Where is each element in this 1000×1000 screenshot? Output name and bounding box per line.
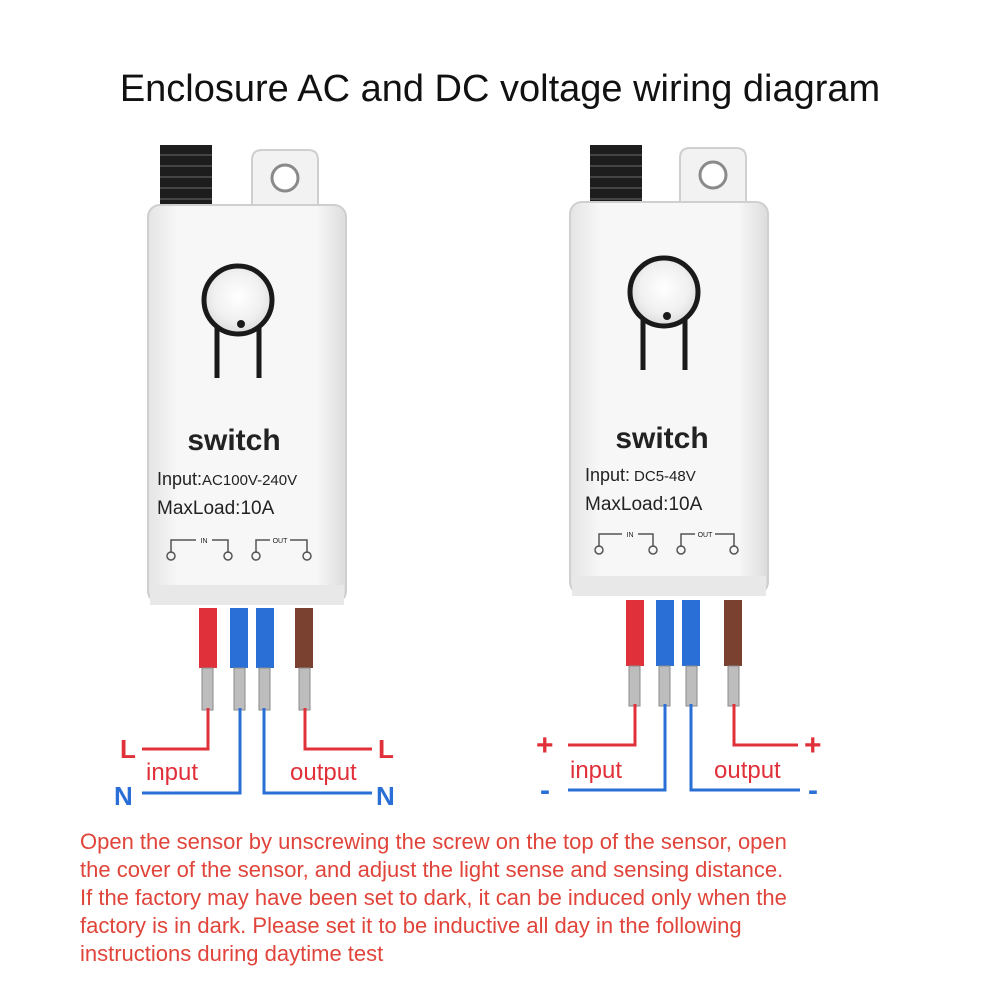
ac-input-value: AC100V-240V	[202, 472, 297, 489]
dc-output-caption: output	[714, 757, 781, 784]
dc-left-top-symbol: +	[536, 729, 554, 762]
ac-terminal-symbol	[166, 539, 312, 561]
ac-wire-load	[295, 608, 313, 668]
ac-terminal-out-label: OUT	[273, 538, 289, 545]
ac-mounting-tab	[251, 149, 319, 216]
dc-terminal-out-label: OUT	[698, 532, 714, 539]
instruction-note: Open the sensor by unscrewing the screw …	[80, 828, 940, 968]
ac-wires	[199, 608, 313, 711]
ac-input-caption: input	[146, 759, 198, 786]
note-line: Open the sensor by unscrewing the screw …	[80, 829, 787, 854]
dc-input-prefix: Input:	[585, 465, 630, 485]
dc-input-label: Input:DC5-48V	[585, 465, 696, 485]
ac-input-label: Input:AC100V-240V	[157, 469, 297, 489]
note-line: If the factory may have been set to dark…	[80, 885, 787, 910]
ac-antenna-coil	[160, 145, 212, 215]
dc-wire-negative-out	[682, 600, 700, 666]
ac-device: switch Input:AC100V-240V MaxLoad:10A IN …	[114, 145, 395, 811]
dc-wire-positive	[626, 600, 644, 666]
dc-mounting-tab	[679, 147, 747, 213]
dc-line-pos-out	[732, 704, 798, 747]
dc-terminal-in-label: IN	[627, 532, 634, 539]
dc-wires	[626, 600, 742, 707]
note-line: factory is in dark. Please set it to be …	[80, 913, 742, 938]
diagram-title: Enclosure AC and DC voltage wiring diagr…	[119, 68, 881, 110]
ac-line-l-out	[303, 708, 372, 751]
ac-left-bottom-symbol: N	[114, 781, 133, 811]
dc-device-name: switch	[615, 422, 708, 455]
ac-right-top-symbol: L	[378, 734, 394, 764]
dc-left-bottom-symbol: -	[540, 774, 550, 807]
dc-device: switch Input:DC5-48V MaxLoad:10A IN OUT	[536, 145, 822, 807]
dc-input-value: DC5-48V	[634, 468, 696, 485]
dc-terminal-symbol	[594, 533, 739, 555]
ac-output-caption: output	[290, 759, 357, 786]
dc-antenna-coil	[590, 145, 642, 211]
note-line: the cover of the sensor, and adjust the …	[80, 857, 784, 882]
ac-device-name: switch	[187, 424, 280, 457]
dc-lightbulb-icon	[627, 255, 701, 370]
ac-right-bottom-symbol: N	[376, 781, 395, 811]
ac-wire-neutral-out	[256, 608, 274, 668]
ac-lightbulb-icon	[201, 263, 275, 378]
dc-wiring-lines	[568, 704, 800, 792]
ac-left-top-symbol: L	[120, 734, 136, 764]
ac-maxload-label: MaxLoad:10A	[157, 498, 275, 519]
dc-line-neg-in	[568, 704, 667, 792]
ac-line-n-in	[142, 708, 242, 795]
dc-input-caption: input	[570, 757, 622, 784]
dc-right-top-symbol: +	[804, 729, 822, 762]
dc-maxload-label: MaxLoad:10A	[585, 494, 703, 515]
ac-wire-neutral-in	[230, 608, 248, 668]
ac-terminal-in-label: IN	[201, 538, 208, 545]
dc-line-pos-in	[568, 704, 637, 747]
dc-wire-negative-in	[656, 600, 674, 666]
ac-line-n-out	[262, 708, 372, 795]
note-line: instructions during daytime test	[80, 941, 384, 966]
dc-right-bottom-symbol: -	[808, 774, 818, 807]
ac-input-prefix: Input:	[157, 469, 202, 489]
ac-wire-live	[199, 608, 217, 668]
ac-wiring-lines	[142, 708, 372, 795]
dc-line-neg-out	[689, 704, 800, 792]
dc-wire-load	[724, 600, 742, 666]
ac-line-l-in	[142, 708, 210, 751]
